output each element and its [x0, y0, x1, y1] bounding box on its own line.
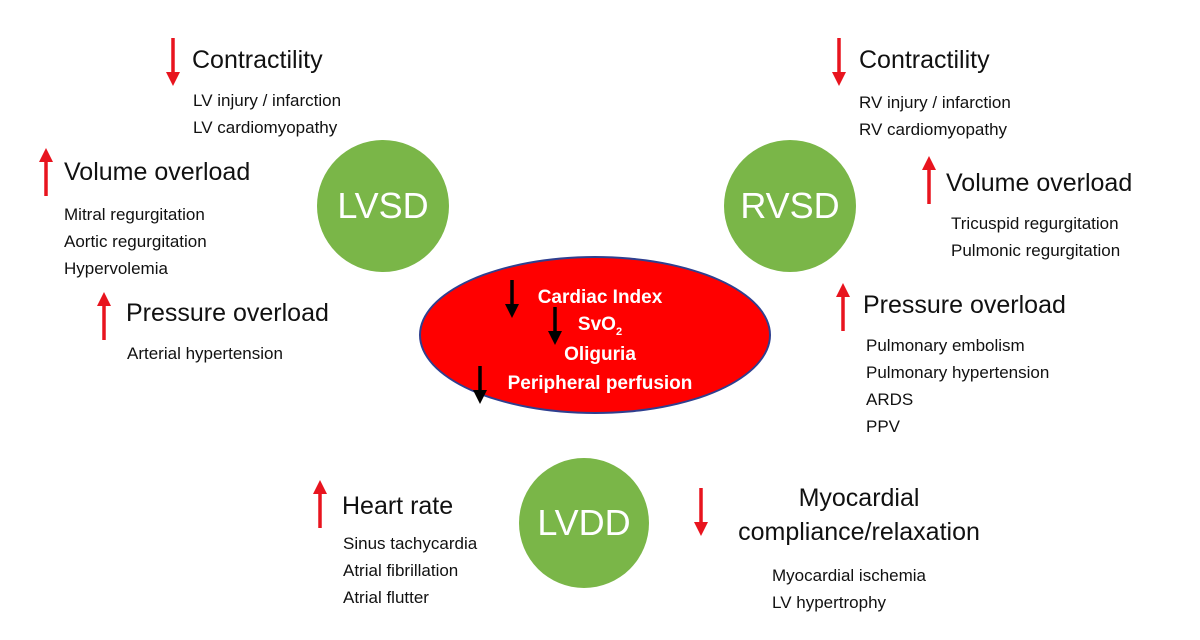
list-item: RV injury / infarction [859, 93, 1011, 112]
down-arrow-icon-cardiac-index [505, 280, 519, 318]
up-arrow-icon-rv-volume [922, 156, 936, 204]
myocardial-list: Myocardial ischemia LV hypertrophy [772, 562, 926, 616]
list-item: Aortic regurgitation [64, 232, 207, 251]
list-item: Pulmonic regurgitation [951, 241, 1121, 260]
lv-contractility-list: LV injury / infarction LV cardiomyopathy [193, 87, 341, 141]
down-arrow-icon-peripheral-perfusion [473, 366, 487, 404]
down-arrow-icon-rv-contractility [832, 38, 846, 86]
list-item: Hypervolemia [64, 259, 168, 278]
list-item: Tricuspid regurgitation [951, 214, 1119, 233]
rv-contractility-heading: Contractility [859, 46, 990, 74]
down-arrow-icon-lv-contractility [166, 38, 180, 86]
list-item: Mitral regurgitation [64, 205, 205, 224]
lv-contractility-heading: Contractility [192, 46, 323, 74]
svo2-subscript: 2 [615, 325, 623, 338]
list-item: Pulmonary embolism [866, 336, 1025, 355]
lvsd-circle: LVSD [317, 140, 449, 272]
up-arrow-icon-rv-pressure [836, 283, 850, 331]
lvdd-label: LVDD [537, 502, 631, 543]
myocardial-heading-line1: Myocardial [798, 484, 920, 512]
center-peripheral-perfusion: Peripheral perfusion [507, 373, 693, 394]
lvsd-label: LVSD [337, 185, 429, 226]
list-item: LV cardiomyopathy [193, 118, 338, 137]
list-item: Atrial fibrillation [343, 561, 459, 580]
center-cardiac-index: Cardiac Index [537, 287, 663, 308]
down-arrow-icon-svo2 [548, 307, 562, 345]
list-item: PPV [866, 417, 901, 436]
lv-pressure-heading: Pressure overload [126, 299, 329, 327]
list-item: ARDS [866, 390, 914, 409]
list-item: Arterial hypertension [127, 344, 283, 363]
lvdd-circle: LVDD [519, 458, 649, 588]
center-ellipse [419, 256, 771, 414]
list-item: Pulmonary hypertension [866, 363, 1050, 382]
svo2-main: SvO [577, 314, 616, 335]
center-svo2: SvO2 [490, 314, 710, 338]
lv-pressure-list: Arterial hypertension [127, 340, 283, 367]
up-arrow-icon-heart-rate [313, 480, 327, 528]
rv-pressure-heading: Pressure overload [863, 291, 1066, 319]
list-item: Sinus tachycardia [343, 534, 478, 553]
up-arrow-icon-lv-volume [39, 148, 53, 196]
list-item: Atrial flutter [343, 588, 429, 607]
up-arrow-icon-lv-pressure [97, 292, 111, 340]
myocardial-heading-line2: compliance/relaxation [738, 518, 980, 546]
list-item: LV hypertrophy [772, 593, 887, 612]
myocardial-heading: Myocardial compliance/relaxation [724, 481, 994, 549]
list-item: LV injury / infarction [193, 91, 342, 110]
rvsd-label: RVSD [740, 185, 840, 226]
rvsd-circle: RVSD [724, 140, 856, 272]
rv-volume-heading: Volume overload [946, 169, 1133, 197]
list-item: RV cardiomyopathy [859, 120, 1008, 139]
lv-volume-heading: Volume overload [64, 158, 251, 186]
heart-rate-heading: Heart rate [342, 492, 454, 520]
center-oliguria: Oliguria [564, 344, 636, 365]
list-item: Myocardial ischemia [772, 566, 926, 585]
down-arrow-icon-myocardial [694, 488, 708, 536]
rv-contractility-list: RV injury / infarction RV cardiomyopathy [859, 89, 1011, 143]
